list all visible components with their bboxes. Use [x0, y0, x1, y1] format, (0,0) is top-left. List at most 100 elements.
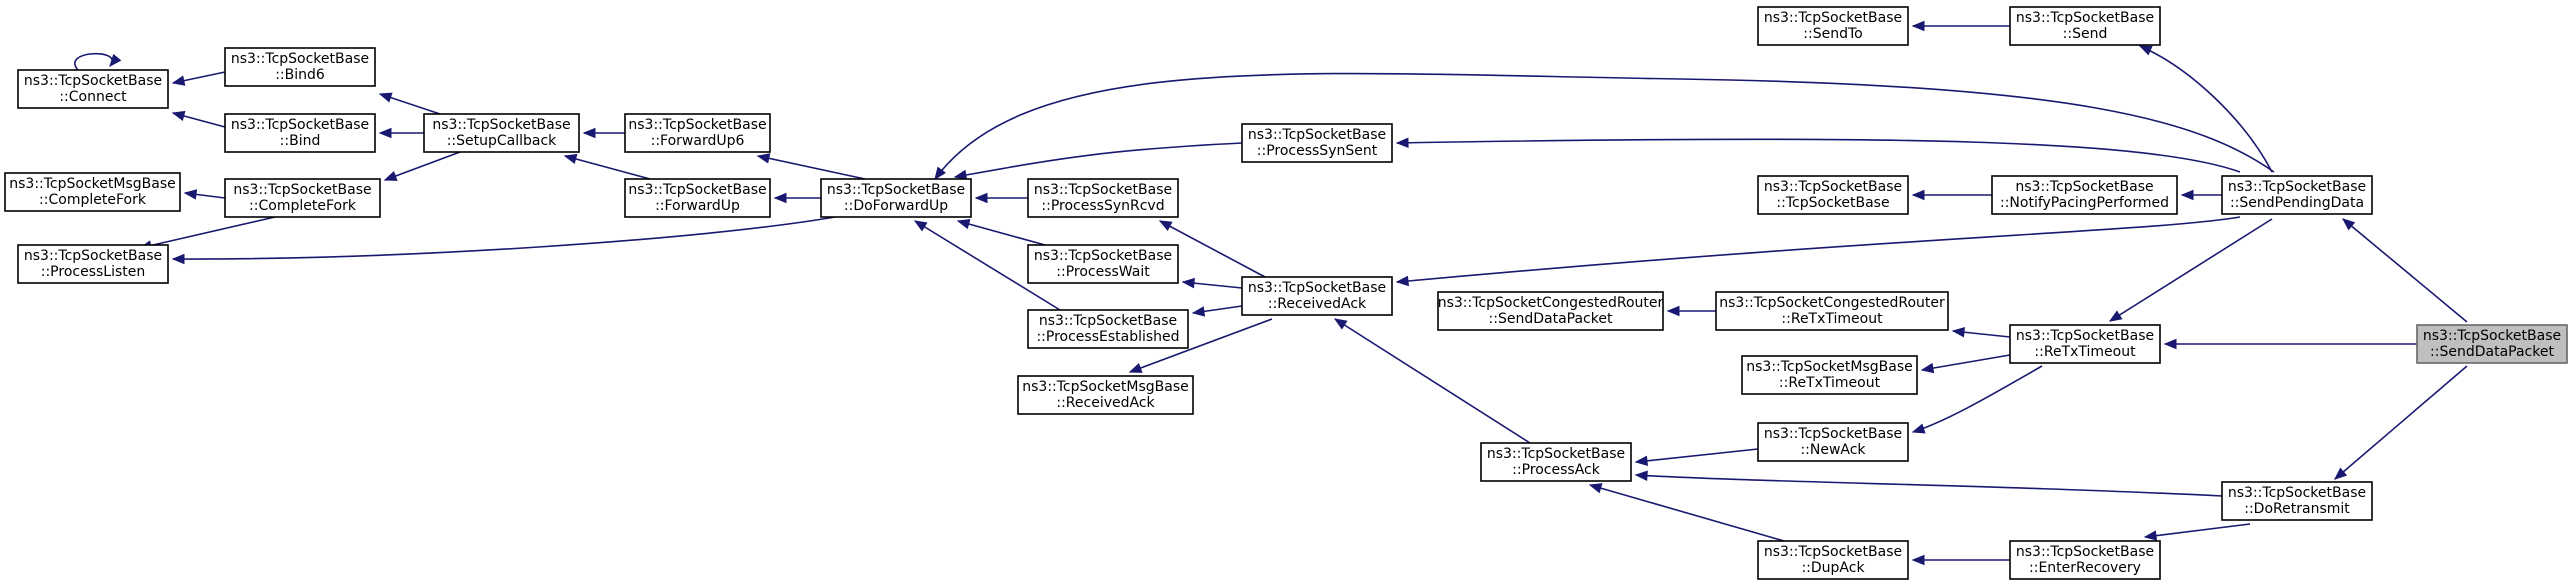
edge-arrowhead: [1158, 220, 1173, 231]
node-sendpendingdata[interactable]: ns3::TcpSocketBase::SendPendingData: [2221, 175, 2373, 215]
node-msg_retxtimeout[interactable]: ns3::TcpSocketMsgBase::ReTxTimeout: [1741, 355, 1918, 395]
node-box: [1241, 123, 1393, 163]
node-dupack[interactable]: ns3::TcpSocketBase::DupAck: [1757, 540, 1909, 580]
node-bind6[interactable]: ns3::TcpSocketBase::Bind6: [224, 47, 376, 87]
edge-completefork-to-msg_completefork: [183, 189, 226, 200]
edge-receivedack-to-processestablished: [1191, 305, 1243, 317]
node-processestablished[interactable]: ns3::TcpSocketBase::ProcessEstablished: [1027, 309, 1189, 349]
node-class-label: ns3::TcpSocketCongestedRouter: [1438, 295, 1664, 311]
node-method-label: ::ProcessWait: [1056, 264, 1150, 280]
node-class-label: ns3::TcpSocketBase: [2228, 179, 2366, 195]
node-box: [2416, 324, 2568, 364]
edge-arrowhead: [1395, 275, 1409, 287]
node-doforwardup[interactable]: ns3::TcpSocketBase::DoForwardUp: [820, 178, 972, 218]
edge-line: [1912, 365, 2043, 433]
edge-line: [1589, 484, 1785, 542]
node-notifypacing[interactable]: ns3::TcpSocketBase::NotifyPacingPerforme…: [1991, 175, 2178, 215]
node-box: [624, 113, 771, 153]
node-connect[interactable]: ns3::TcpSocketBase::Connect: [17, 69, 169, 109]
node-method-label: ::DoRetransmit: [2244, 501, 2350, 517]
edge-arrowhead: [1911, 20, 1925, 32]
node-class-label: ns3::TcpSocketBase: [1764, 426, 1902, 442]
node-completefork[interactable]: ns3::TcpSocketBase::CompleteFork: [224, 178, 381, 218]
edge-line: [2342, 218, 2468, 323]
edge-arrowhead: [1181, 277, 1195, 289]
node-method-label: ::ReceivedAck: [1268, 296, 1367, 312]
node-method-label: ::SetupCallback: [447, 133, 557, 149]
node-processlisten[interactable]: ns3::TcpSocketBase::ProcessListen: [17, 244, 169, 284]
node-retxtimeout[interactable]: ns3::TcpSocketBase::ReTxTimeout: [2009, 324, 2161, 364]
edge-arrowhead: [1951, 327, 1965, 338]
node-class-label: ns3::TcpSocketBase: [1764, 179, 1902, 195]
node-receivedack[interactable]: ns3::TcpSocketBase::ReceivedAck: [1241, 276, 1393, 316]
node-processsynrcvd[interactable]: ns3::TcpSocketBase::ProcessSynRcvd: [1027, 178, 1179, 218]
node-cr_senddatapacket[interactable]: ns3::TcpSocketCongestedRouter::SendDataP…: [1437, 291, 1664, 331]
node-method-label: ::Connect: [59, 89, 127, 105]
edge-arrowhead: [1634, 455, 1648, 466]
node-box: [17, 244, 169, 284]
edge-arrowhead: [171, 110, 186, 122]
edge-arrowhead: [1911, 554, 1925, 566]
edge-line: [139, 216, 276, 249]
node-method-label: ::ProcessListen: [41, 264, 146, 280]
node-method-label: ::ProcessEstablished: [1036, 329, 1179, 345]
edge-arrowhead: [2163, 338, 2177, 350]
node-bind[interactable]: ns3::TcpSocketBase::Bind: [224, 113, 376, 153]
edge-arrowhead: [2143, 530, 2158, 541]
edge-notifypacing-to-tcpsocketbase: [1911, 189, 1992, 201]
node-sendto[interactable]: ns3::TcpSocketBase::SendTo: [1757, 6, 1909, 46]
node-processsynsent[interactable]: ns3::TcpSocketBase::ProcessSynSent: [1241, 123, 1393, 163]
edge-arrowhead: [2138, 45, 2153, 56]
node-class-label: ns3::TcpSocketBase: [2015, 179, 2153, 195]
node-class-label: ns3::TcpSocketBase: [2016, 328, 2154, 344]
node-class-label: ns3::TcpSocketBase: [1487, 446, 1625, 462]
node-method-label: ::NotifyPacingPerformed: [2000, 195, 2169, 211]
node-box: [224, 178, 381, 218]
node-box: [1437, 291, 1664, 331]
edge-enterrecovery-to-dupack: [1911, 554, 2010, 566]
edge-line: [1635, 448, 1759, 463]
node-msg_completefork[interactable]: ns3::TcpSocketMsgBase::CompleteFork: [4, 172, 181, 212]
edge-line: [1396, 216, 2241, 283]
node-class-label: ns3::TcpSocketBase: [432, 117, 570, 133]
node-processack[interactable]: ns3::TcpSocketBase::ProcessAck: [1480, 442, 1632, 482]
edge-sendpendingdata-to-retxtimeout: [2108, 218, 2273, 322]
node-box: [1480, 442, 1632, 482]
edge-line: [2139, 45, 2273, 173]
edge-line: [172, 216, 836, 260]
node-processwait[interactable]: ns3::TcpSocketBase::ProcessWait: [1027, 244, 1179, 284]
node-box: [624, 178, 771, 218]
edge-processsynsent-to-doforwardup: [953, 142, 1243, 181]
edge-arrowhead: [1911, 423, 1926, 434]
node-tcpsocketbase[interactable]: ns3::TcpSocketBase::TcpSocketBase: [1757, 175, 1909, 215]
edge-arrowhead: [582, 127, 596, 139]
node-forwardup6[interactable]: ns3::TcpSocketBase::ForwardUp6: [624, 113, 771, 153]
node-senddatapacket[interactable]: ns3::TcpSocketBase::SendDataPacket: [2416, 324, 2568, 364]
nodes-layer: ns3::TcpSocketBase::Connectns3::TcpSocke…: [4, 6, 2568, 580]
edge-arrowhead: [171, 75, 186, 86]
edges-layer: [74, 20, 2468, 566]
edge-setupcallback-to-completefork: [383, 151, 461, 181]
node-newack[interactable]: ns3::TcpSocketBase::NewAck: [1757, 422, 1909, 462]
edge-line: [2109, 218, 2273, 322]
node-class-label: ns3::TcpSocketMsgBase: [1746, 359, 1912, 375]
edge-arrowhead: [1666, 305, 1680, 317]
node-msg_receivedack[interactable]: ns3::TcpSocketMsgBase::ReceivedAck: [1017, 375, 1194, 415]
node-class-label: ns3::TcpSocketBase: [628, 117, 766, 133]
edge-receivedack-to-processsynrcvd: [1158, 220, 1266, 278]
node-box: [1741, 355, 1918, 395]
node-doretransmit[interactable]: ns3::TcpSocketBase::DoRetransmit: [2221, 481, 2373, 521]
node-setupcallback[interactable]: ns3::TcpSocketBase::SetupCallback: [423, 113, 580, 153]
node-class-label: ns3::TcpSocketBase: [24, 248, 162, 264]
node-method-label: ::ReceivedAck: [1056, 395, 1155, 411]
node-send[interactable]: ns3::TcpSocketBase::Send: [2009, 6, 2161, 46]
edge-arrowhead: [171, 253, 185, 265]
node-forwardup[interactable]: ns3::TcpSocketBase::ForwardUp: [624, 178, 771, 218]
edge-arrowhead: [756, 153, 771, 164]
node-enterrecovery[interactable]: ns3::TcpSocketBase::EnterRecovery: [2009, 540, 2161, 580]
edge-line: [914, 220, 1061, 311]
node-cr_retxtimeout[interactable]: ns3::TcpSocketCongestedRouter::ReTxTimeo…: [1715, 291, 1949, 331]
edge-arrowhead: [1395, 137, 1409, 149]
edge-processwait-to-doforwardup: [956, 219, 1046, 246]
node-method-label: ::DoForwardUp: [844, 198, 948, 214]
